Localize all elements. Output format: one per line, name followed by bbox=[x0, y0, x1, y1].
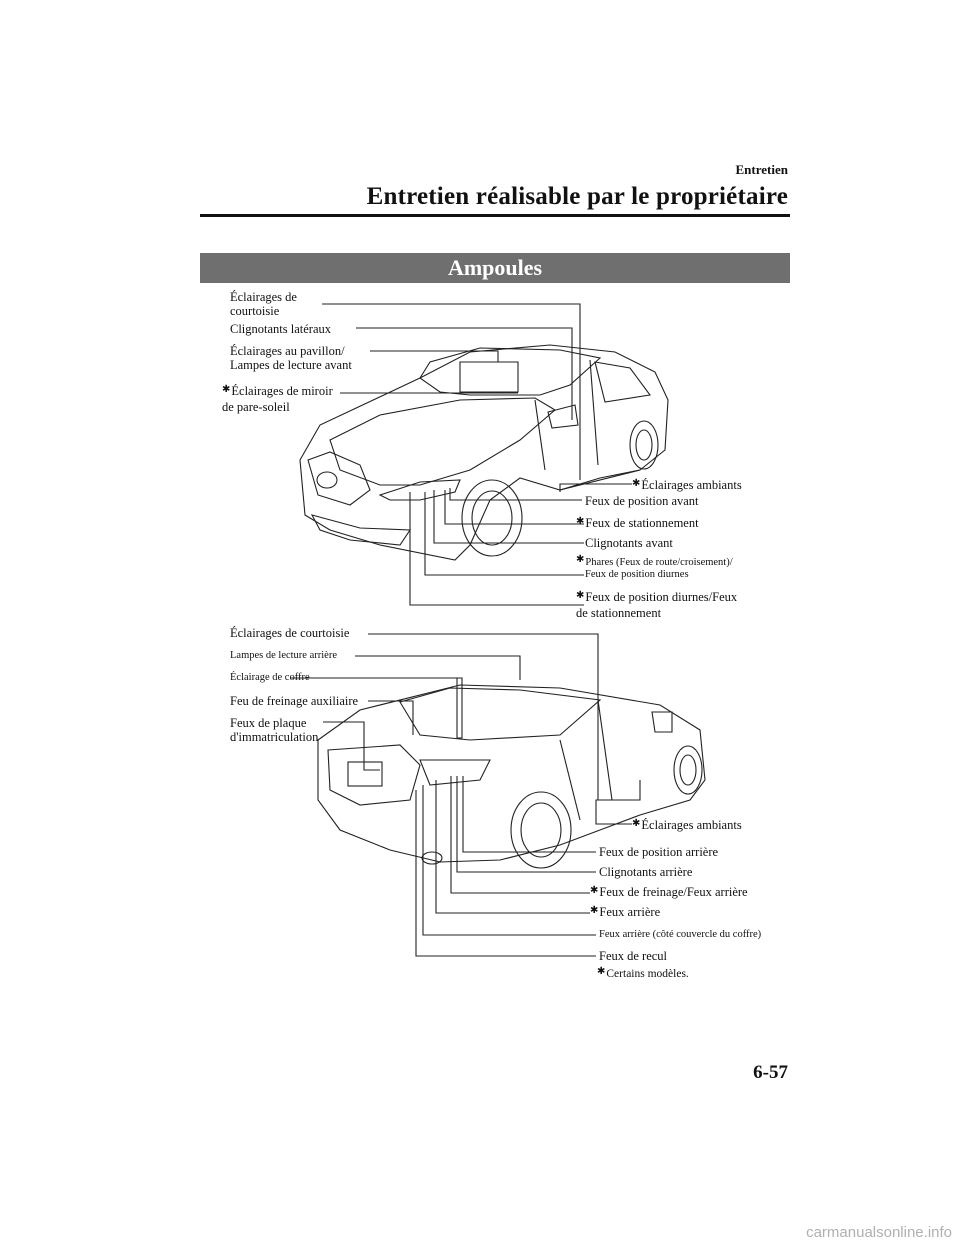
footnote: ✱Certains modèles. bbox=[597, 966, 689, 980]
star-icon: ✱ bbox=[597, 966, 606, 977]
label-side-turn-signals: Clignotants latéraux bbox=[230, 322, 332, 336]
label-front-position-lights: Feux de position avant bbox=[585, 494, 699, 508]
section-banner: Ampoules bbox=[200, 253, 790, 283]
header-rule bbox=[200, 214, 790, 217]
star-icon: ✱ bbox=[222, 384, 231, 395]
label-rear-reading-lights: Lampes de lecture arrière bbox=[230, 650, 337, 661]
label-high-mount-brake-light: Feu de freinage auxiliaire bbox=[230, 694, 359, 708]
label-rear-turn-signals: Clignotants arrière bbox=[599, 865, 693, 879]
label-rear-ambient-lights: ✱Éclairages ambiants bbox=[632, 818, 742, 832]
star-icon: ✱ bbox=[576, 516, 585, 527]
label-courtesy-lights: Éclairages de courtoisie bbox=[230, 290, 297, 318]
page-number: 6-57 bbox=[753, 1062, 788, 1083]
label-parking-lights: ✱Feux de stationnement bbox=[576, 516, 699, 530]
star-icon: ✱ bbox=[590, 905, 599, 916]
label-reverse-lights: Feux de recul bbox=[599, 949, 668, 963]
rear-car-drawing bbox=[317, 684, 706, 869]
watermark: carmanualsonline.info bbox=[806, 1224, 952, 1241]
label-headlights: ✱Phares (Feux de route/croisement)/Feux … bbox=[576, 554, 733, 580]
label-overhead-reading-lights: Éclairages au pavillon/ Lampes de lectur… bbox=[230, 344, 352, 372]
label-trunk-light: Éclairage de coffre bbox=[230, 672, 310, 683]
label-tail-lights: ✱Feux arrière bbox=[590, 905, 661, 919]
star-icon: ✱ bbox=[632, 818, 641, 829]
label-tail-lights-trunk-lid: Feux arrière (côté couvercle du coffre) bbox=[599, 929, 762, 940]
star-icon: ✱ bbox=[590, 885, 599, 896]
label-rear-courtesy-lights: Éclairages de courtoisie bbox=[230, 626, 350, 640]
label-rear-position-lights: Feux de position arrière bbox=[599, 845, 719, 859]
star-icon: ✱ bbox=[576, 554, 585, 565]
star-icon: ✱ bbox=[632, 478, 641, 489]
label-front-turn-signals: Clignotants avant bbox=[585, 536, 673, 550]
label-brake-tail-lights: ✱Feux de freinage/Feux arrière bbox=[590, 885, 748, 899]
label-vanity-mirror-lights: ✱Éclairages de miroir de pare-soleil bbox=[222, 384, 333, 414]
label-license-plate-lights: Feux de plaque d'immatriculation bbox=[230, 716, 319, 744]
chapter-title: Entretien réalisable par le propriétaire bbox=[366, 183, 788, 210]
label-front-ambient-lights: ✱Éclairages ambiants bbox=[632, 478, 742, 492]
section-label: Entretien bbox=[735, 162, 788, 177]
label-drl-parking-lights: ✱Feux de position diurnes/Feux de statio… bbox=[576, 590, 738, 620]
rear-leader-lines bbox=[290, 633, 641, 957]
star-icon: ✱ bbox=[576, 590, 585, 601]
front-leader-lines bbox=[322, 303, 632, 606]
